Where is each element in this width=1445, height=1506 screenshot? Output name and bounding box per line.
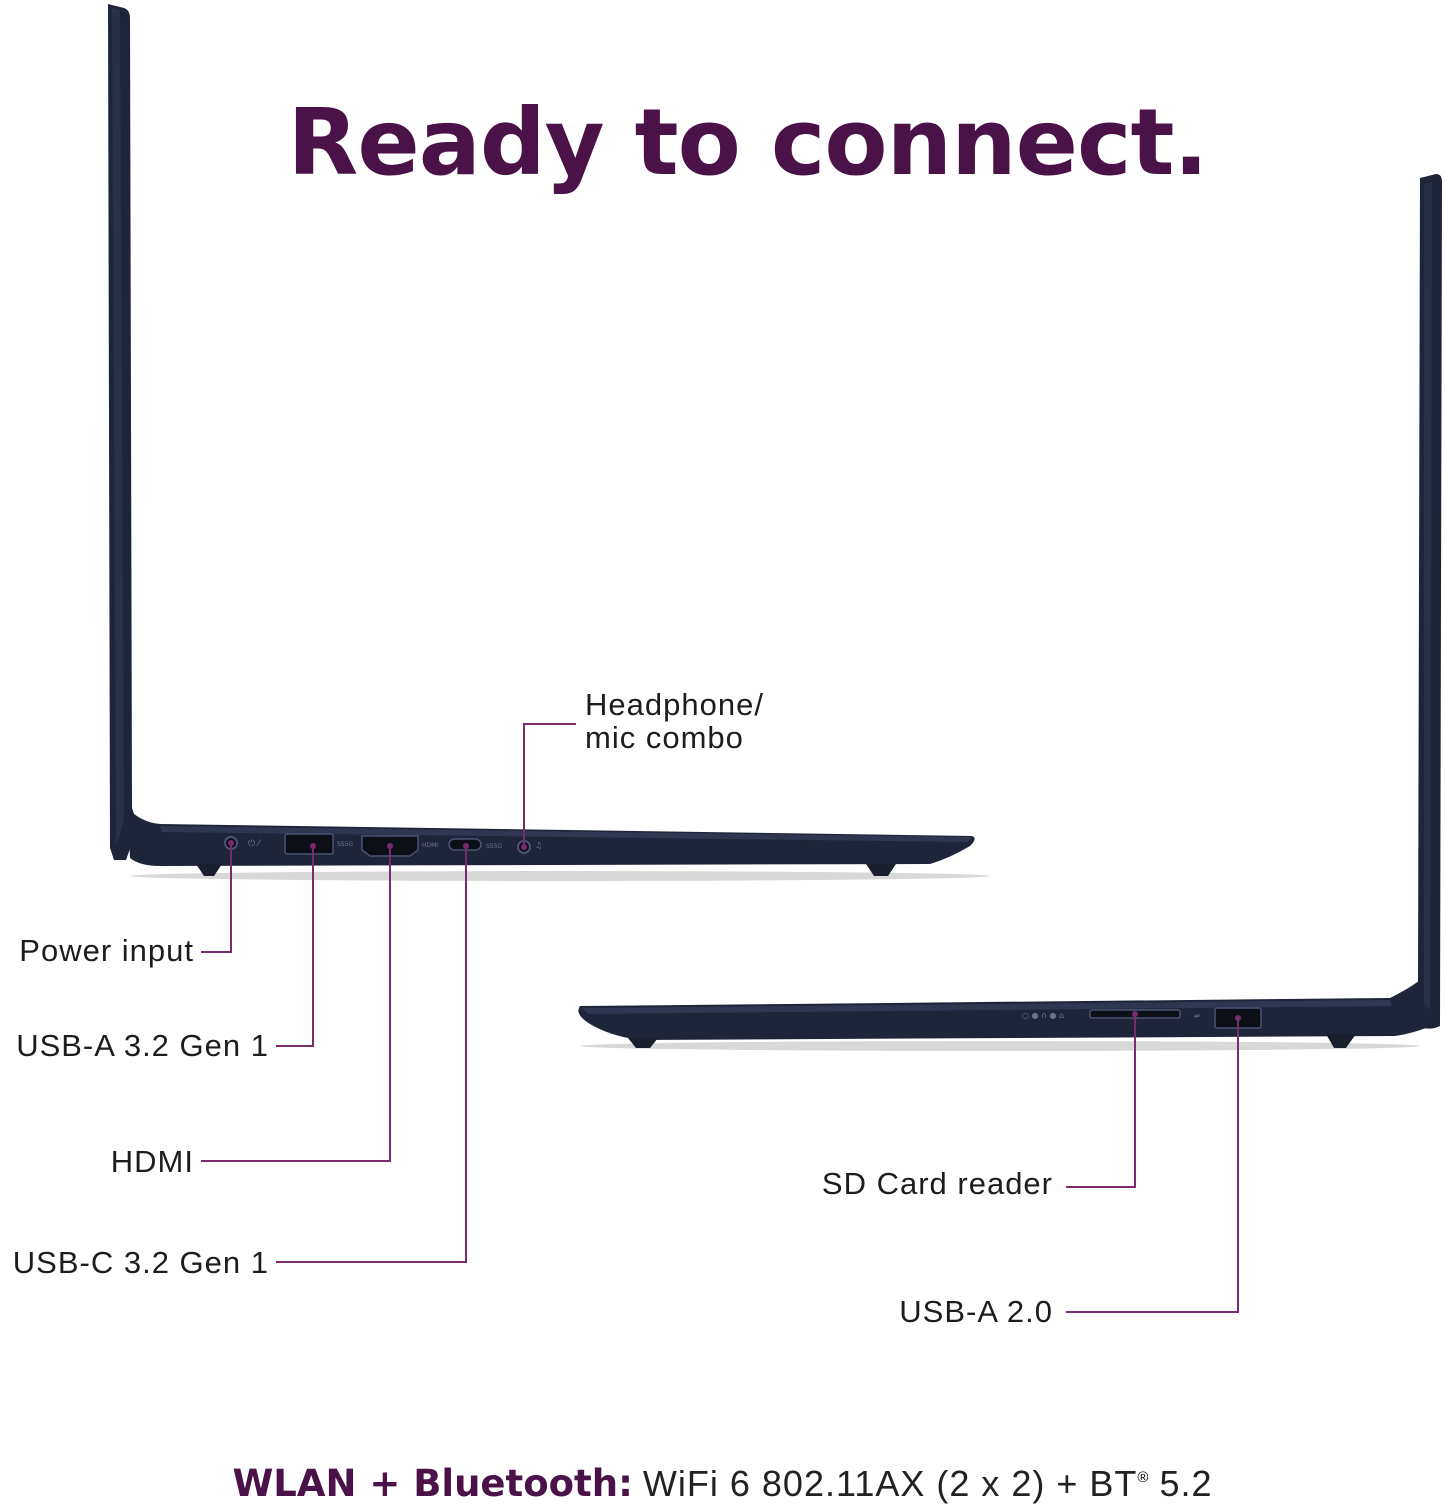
label-usb-a-3-2-gen-1: USB-A 3.2 Gen 1 bbox=[16, 1028, 269, 1063]
svg-text:♫: ♫ bbox=[535, 841, 542, 850]
svg-text:○ ● ∩ ● ⌂: ○ ● ∩ ● ⌂ bbox=[1022, 1011, 1064, 1020]
right-laptop: ○ ● ∩ ● ⌂ ⇌ bbox=[578, 174, 1442, 1051]
leader-usb-a-3-2 bbox=[276, 846, 314, 1047]
left-laptop: ⏻ ⁄ SS5G HDMI SS5G ♫ bbox=[108, 4, 990, 881]
headline: Ready to connect. bbox=[287, 89, 1209, 196]
label-sd-card-reader: SD Card reader bbox=[821, 1166, 1053, 1201]
svg-text:SS5G: SS5G bbox=[337, 841, 353, 848]
wireless-spec: WLAN + Bluetooth: WiFi 6 802.11AX (2 x 2… bbox=[0, 1456, 1445, 1506]
port-markers bbox=[228, 840, 1241, 1021]
leader-usb-c-3-2 bbox=[276, 846, 467, 1263]
label-headphone-mic: Headphone/ mic combo bbox=[585, 688, 764, 754]
label-power-input: Power input bbox=[19, 933, 194, 968]
wireless-spec-text-1: WiFi 6 802.11AX (2 x 2) + BT bbox=[642, 1463, 1138, 1504]
leader-hdmi bbox=[201, 846, 391, 1162]
leader-lines bbox=[201, 723, 1239, 1313]
label-headphone-line2: mic combo bbox=[585, 720, 744, 755]
wireless-spec-title: WLAN + Bluetooth: bbox=[232, 1462, 633, 1505]
svg-text:⏻ ⁄: ⏻ ⁄ bbox=[248, 838, 262, 849]
registered-mark: ® bbox=[1137, 1469, 1149, 1486]
right-laptop-base bbox=[578, 980, 1426, 1040]
leader-sd-card bbox=[1066, 1014, 1136, 1188]
usb-a-3-2-port bbox=[284, 833, 334, 855]
svg-text:HDMI: HDMI bbox=[422, 842, 438, 849]
label-hdmi: HDMI bbox=[110, 1144, 194, 1179]
label-usb-c-3-2-gen-1: USB-C 3.2 Gen 1 bbox=[12, 1245, 269, 1280]
wireless-spec-text-2: 5.2 bbox=[1148, 1463, 1213, 1504]
svg-text:SS5G: SS5G bbox=[486, 843, 502, 850]
leader-headphone bbox=[523, 723, 576, 847]
leader-power-input bbox=[201, 843, 232, 953]
svg-text:⇌: ⇌ bbox=[1194, 1012, 1200, 1020]
label-headphone-line1: Headphone/ bbox=[585, 687, 764, 722]
left-laptop-base bbox=[128, 808, 975, 866]
leader-usb-a-2-0 bbox=[1066, 1018, 1239, 1313]
label-usb-a-2-0: USB-A 2.0 bbox=[899, 1294, 1053, 1329]
